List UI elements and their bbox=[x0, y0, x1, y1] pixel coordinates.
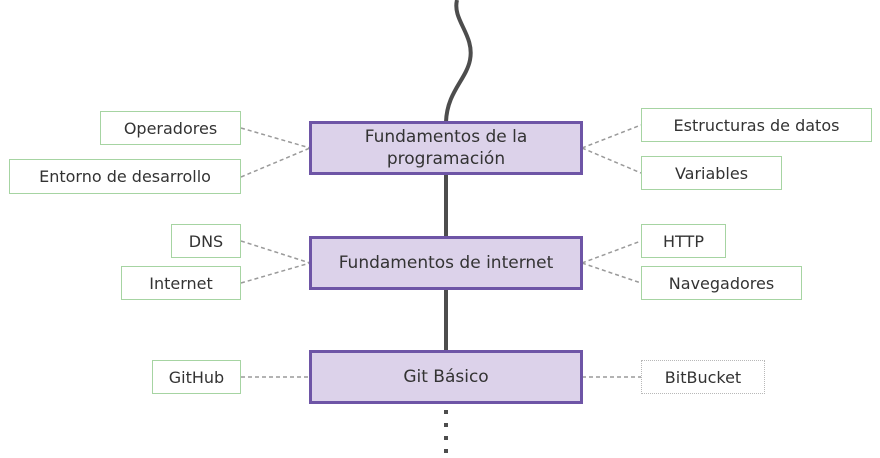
node-git-basico-label: Git Básico bbox=[403, 367, 489, 387]
node-variables-label: Variables bbox=[674, 163, 749, 183]
node-estructuras-de-datos-label: Estructuras de datos bbox=[673, 115, 840, 135]
connector-dns bbox=[240, 240, 311, 264]
node-variables[interactable]: Variables bbox=[641, 156, 782, 190]
connector-operadores bbox=[240, 127, 311, 149]
node-github-label: GitHub bbox=[168, 367, 225, 387]
node-bitbucket-label: BitBucket bbox=[664, 367, 742, 387]
connector-http bbox=[581, 240, 642, 264]
node-dns-label: DNS bbox=[188, 231, 224, 251]
node-http-label: HTTP bbox=[663, 231, 704, 251]
node-github[interactable]: GitHub bbox=[152, 360, 241, 394]
node-fundamentos-internet-label: Fundamentos de internet bbox=[338, 253, 554, 273]
roadmap-spine-top bbox=[444, 0, 473, 123]
connector-estructuras bbox=[581, 124, 642, 149]
connector-navegadores bbox=[581, 262, 642, 284]
node-internet-label: Internet bbox=[149, 273, 213, 293]
node-fundamentos-internet[interactable]: Fundamentos de internet bbox=[309, 236, 583, 290]
node-navegadores[interactable]: Navegadores bbox=[641, 266, 802, 300]
node-operadores[interactable]: Operadores bbox=[100, 111, 241, 145]
connector-internet bbox=[240, 262, 311, 284]
node-fundamentos-programacion[interactable]: Fundamentos de la programación bbox=[309, 121, 583, 175]
node-entorno-de-desarrollo[interactable]: Entorno de desarrollo bbox=[9, 159, 241, 194]
node-dns[interactable]: DNS bbox=[171, 224, 241, 258]
node-operadores-label: Operadores bbox=[123, 118, 218, 138]
node-estructuras-de-datos[interactable]: Estructuras de datos bbox=[641, 108, 872, 142]
node-fundamentos-programacion-line1: Fundamentos de la bbox=[364, 127, 528, 147]
node-fundamentos-programacion-label: Fundamentos de la programación bbox=[365, 126, 528, 170]
connector-entorno bbox=[240, 147, 311, 178]
node-navegadores-label: Navegadores bbox=[668, 273, 775, 293]
node-entorno-de-desarrollo-label: Entorno de desarrollo bbox=[39, 167, 211, 186]
node-bitbucket[interactable]: BitBucket bbox=[641, 360, 765, 394]
node-fundamentos-programacion-line2: programación bbox=[386, 149, 506, 169]
node-git-basico[interactable]: Git Básico bbox=[309, 350, 583, 404]
node-internet[interactable]: Internet bbox=[121, 266, 241, 300]
node-http[interactable]: HTTP bbox=[641, 224, 726, 258]
connector-variables bbox=[581, 147, 642, 174]
